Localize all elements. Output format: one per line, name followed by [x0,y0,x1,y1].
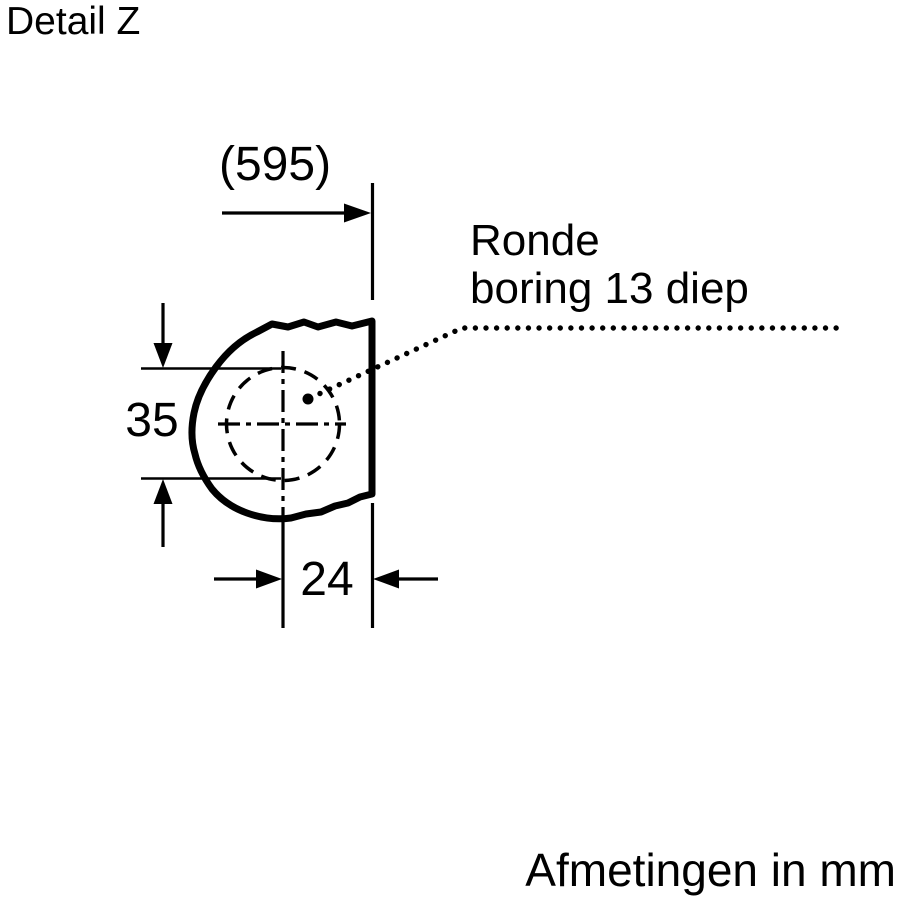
dimension-label-24: 24 [300,553,354,606]
dimension-arrow-595 [222,203,371,223]
bore-annotation-line-2: boring 13 diep [470,264,749,313]
bore-circle [224,365,342,483]
bore-annotation: Ronde boring 13 diep [470,217,749,313]
dimension-label-35: 35 [125,394,179,447]
part-outline [188,317,376,523]
bore-annotation-line-1: Ronde [470,216,600,265]
dimension-arrow-35-down [153,303,173,368]
dimension-arrow-35-up [153,479,173,547]
leader-dot [302,393,314,405]
dimension-arrow-24-right [373,569,438,589]
page-title: Detail Z [6,0,141,43]
units-note: Afmetingen in mm [525,844,896,896]
dimension-arrow-24-left [214,569,282,589]
dimension-label-595: (595) [219,138,332,191]
leader-dotted-line [317,325,849,397]
